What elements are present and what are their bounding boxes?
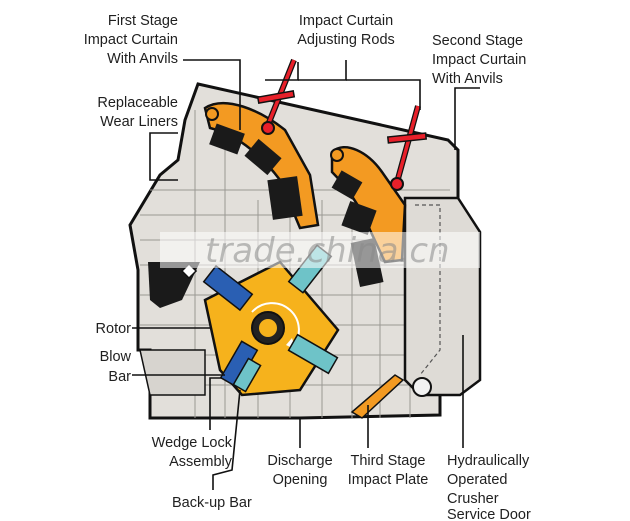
lower-left-liner bbox=[139, 349, 206, 396]
first-stage-curtain bbox=[203, 101, 320, 230]
label-wear-liners-l2: Wear Liners bbox=[100, 114, 178, 130]
label-first-stage: First Stage Impact Curtain With Anvils bbox=[84, 13, 178, 67]
label-service-door-l3: Crusher bbox=[447, 491, 499, 507]
label-service-door: Hydraulically Operated Crusher Service D… bbox=[447, 453, 531, 521]
service-door bbox=[403, 196, 482, 397]
label-first-stage-l2: Impact Curtain bbox=[84, 32, 178, 48]
label-discharge-l2: Opening bbox=[273, 472, 328, 488]
label-first-stage-l3: With Anvils bbox=[107, 51, 178, 67]
label-third-stage: Third Stage Impact Plate bbox=[348, 453, 429, 488]
label-blow-bar-l1: Blow bbox=[100, 349, 132, 365]
label-blow-bar-l2: Bar bbox=[108, 369, 131, 385]
watermark-text: trade.china.cn bbox=[205, 231, 450, 271]
second-adjusting-rod bbox=[386, 105, 428, 191]
label-service-door-l2: Operated bbox=[447, 472, 507, 488]
label-blow-bar: Blow Bar bbox=[100, 349, 132, 385]
label-third-stage-l2: Impact Plate bbox=[348, 472, 429, 488]
label-first-stage-l1: First Stage bbox=[108, 13, 178, 29]
label-wedge-lock-l2: Assembly bbox=[169, 454, 233, 470]
label-wedge-lock: Wedge Lock Assembly bbox=[152, 435, 233, 470]
label-discharge-l1: Discharge bbox=[267, 453, 332, 469]
leader-lines bbox=[132, 59, 480, 490]
label-backup-bar: Back-up Bar bbox=[172, 495, 252, 511]
door-hinge bbox=[412, 377, 432, 397]
label-service-door-l4: Service Door bbox=[447, 507, 531, 521]
label-wedge-lock-l1: Wedge Lock bbox=[152, 435, 233, 451]
watermark-band bbox=[160, 232, 480, 268]
label-adjusting-rods-l2: Adjusting Rods bbox=[297, 32, 395, 48]
first-adjusting-rod bbox=[256, 58, 297, 135]
label-wear-liners-l1: Replaceable bbox=[97, 95, 178, 111]
label-adjusting-rods: Impact Curtain Adjusting Rods bbox=[297, 13, 395, 48]
label-rotor: Rotor bbox=[96, 321, 132, 337]
label-second-stage-l2: Impact Curtain bbox=[432, 52, 526, 68]
label-second-stage-l3: With Anvils bbox=[432, 71, 503, 87]
label-service-door-l1: Hydraulically bbox=[447, 453, 530, 469]
label-second-stage: Second Stage Impact Curtain With Anvils bbox=[432, 33, 526, 87]
label-adjusting-rods-l1: Impact Curtain bbox=[299, 13, 393, 29]
label-wear-liners: Replaceable Wear Liners bbox=[97, 95, 178, 130]
label-discharge: Discharge Opening bbox=[267, 453, 332, 488]
label-third-stage-l1: Third Stage bbox=[351, 453, 426, 469]
third-stage-plate bbox=[350, 374, 405, 419]
label-second-stage-l1: Second Stage bbox=[432, 33, 523, 49]
